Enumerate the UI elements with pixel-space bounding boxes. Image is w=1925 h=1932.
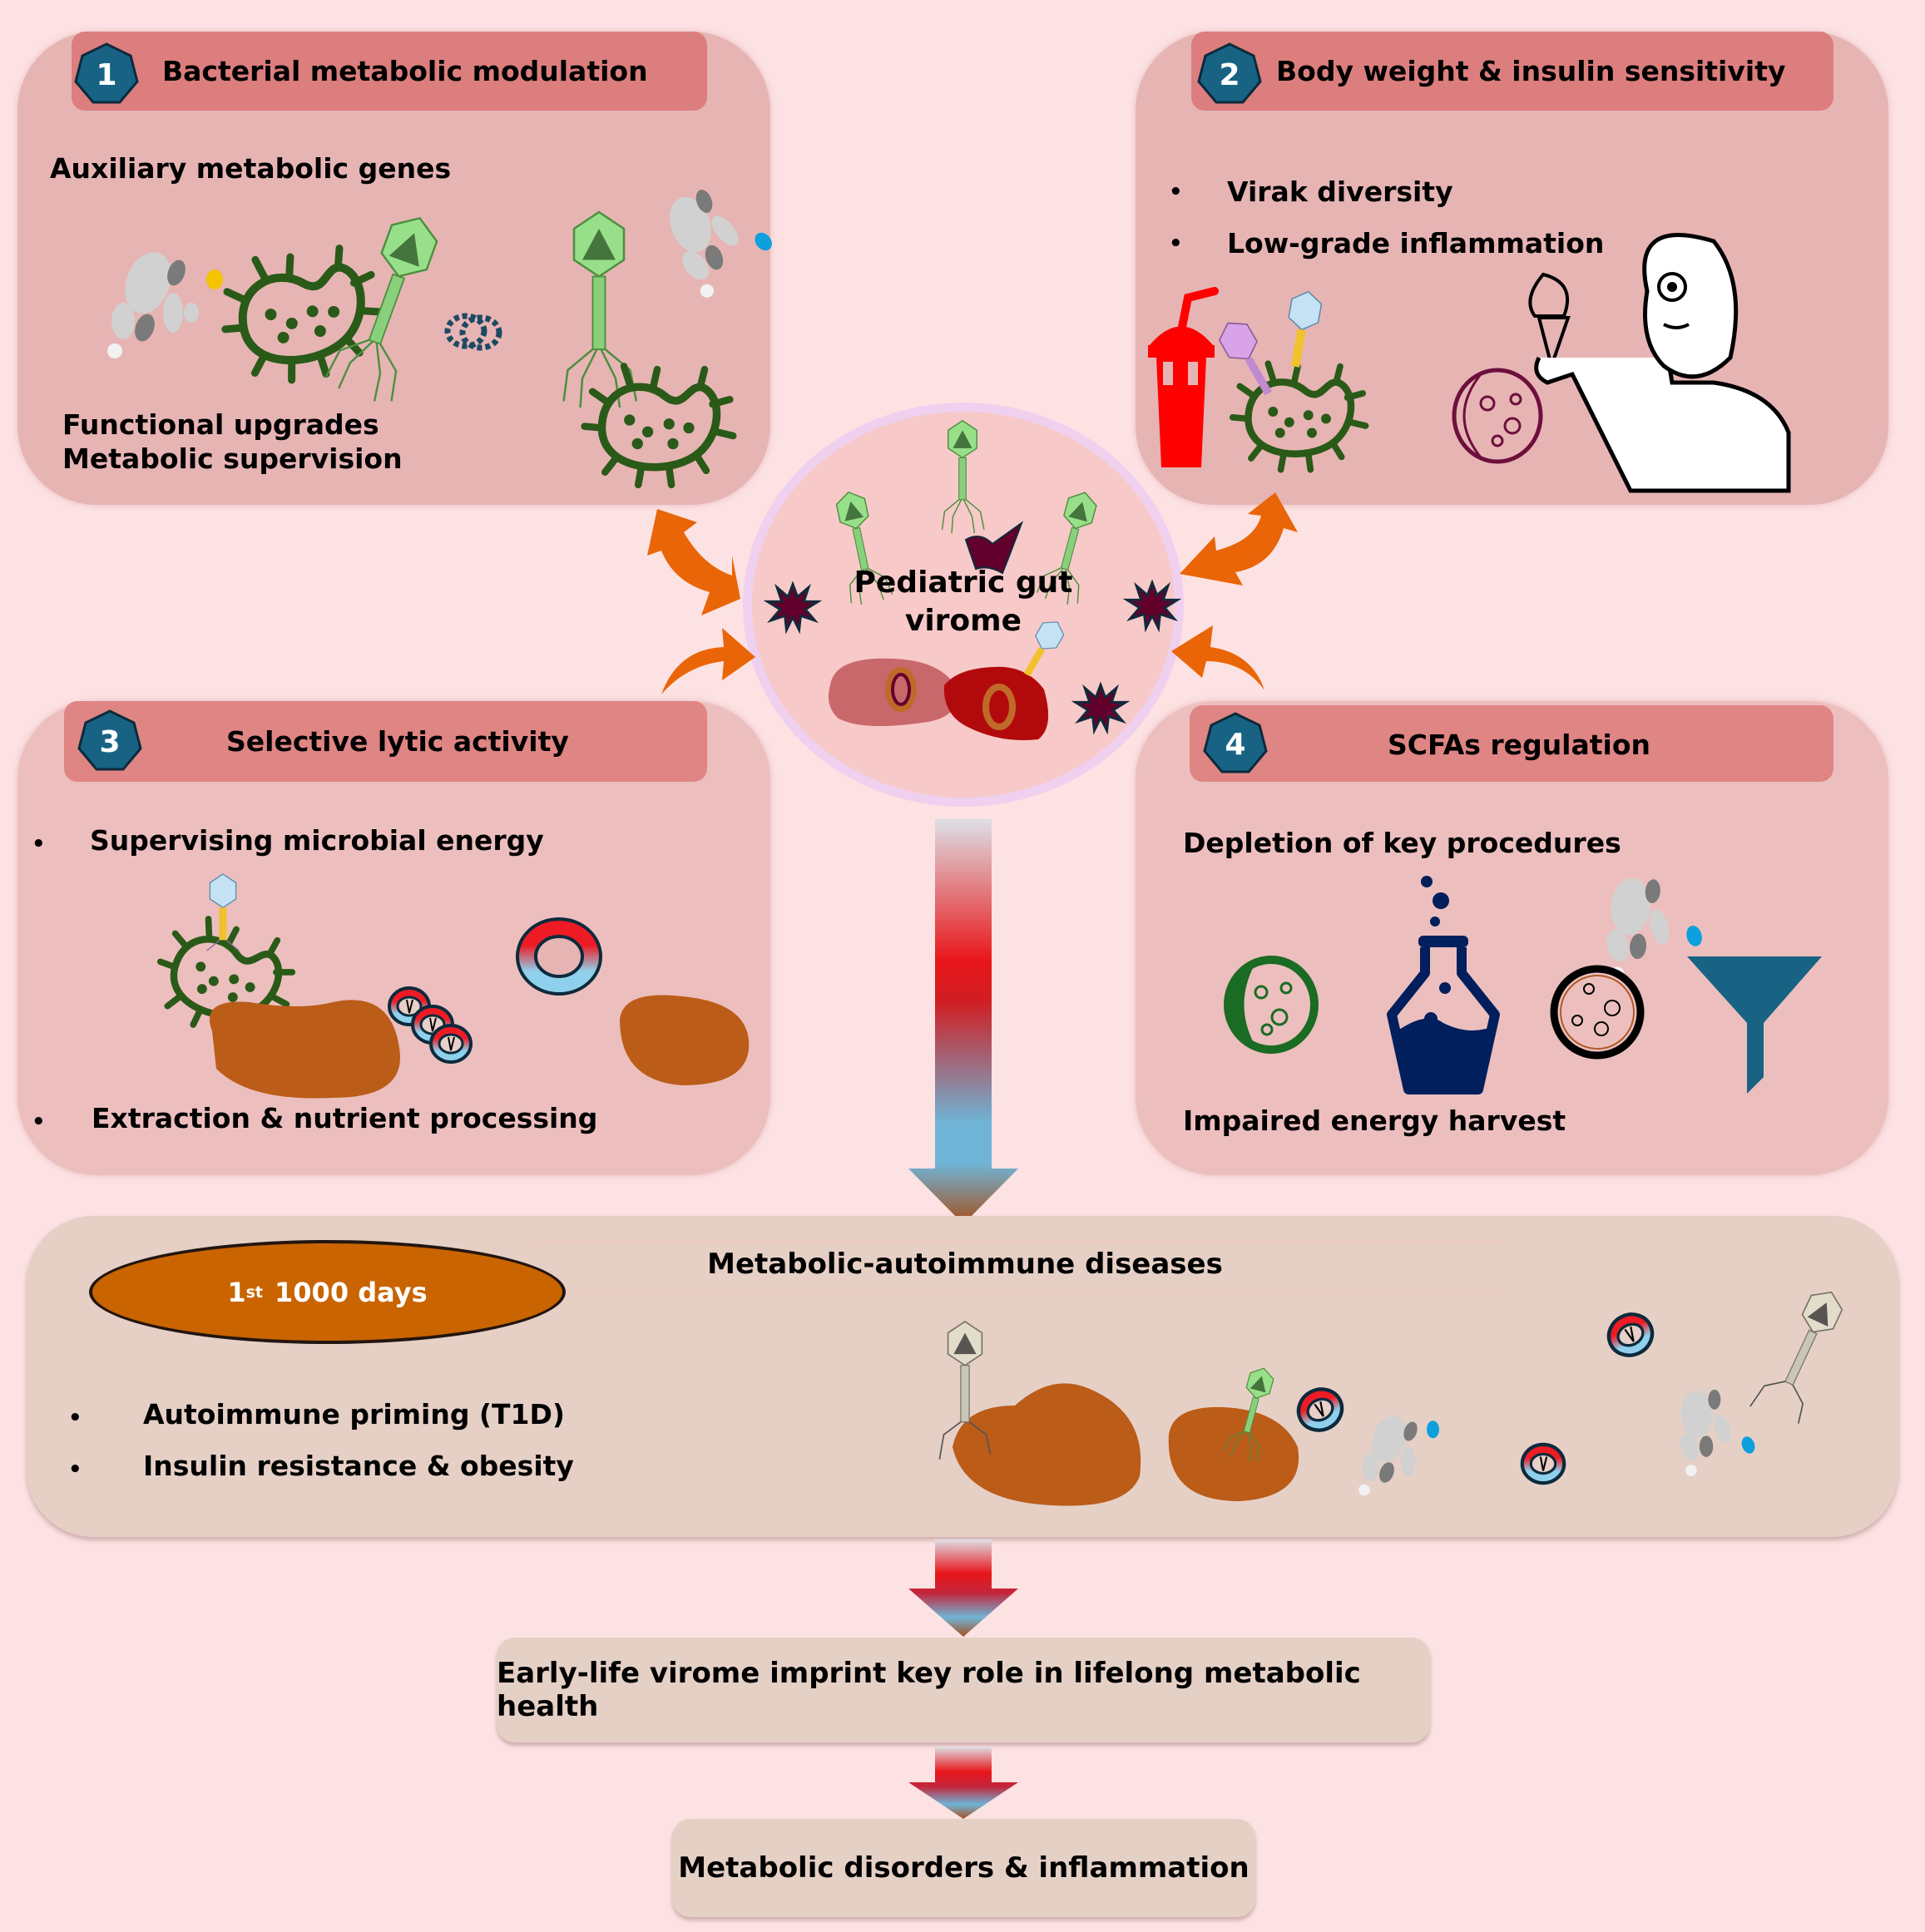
panel-2-illustration — [1148, 233, 1791, 493]
cell-icon — [1452, 368, 1543, 464]
bacteriophage-icon — [1288, 290, 1323, 368]
metabolic-disorders-text: Metabolic disorders & inflammation — [678, 1851, 1250, 1885]
nucleus-icon — [891, 673, 911, 706]
soft-drink-cup-icon — [1148, 287, 1219, 467]
lifelong-health-text: Early-life virome imprint key role in li… — [497, 1657, 1361, 1723]
panel-1-footer-line-1: Functional upgrades — [62, 408, 379, 441]
panel-4-badge: 4 — [1202, 711, 1269, 778]
metabolite-cluster-icon — [641, 175, 772, 301]
badge-ordinal: 1 — [227, 1276, 246, 1308]
bullet-marker: • — [68, 1457, 82, 1482]
center-title: Pediatric gut virome — [743, 564, 1184, 640]
metabolite-cluster-icon — [107, 245, 223, 358]
panel-4-subtitle: Depletion of key procedures — [1183, 827, 1621, 859]
panel-3-bullet-2: Extraction & nutrient processing — [92, 1102, 598, 1134]
panel-2-title: Body weight & insulin sensitivity — [1276, 55, 1786, 87]
panel-1-title: Bacterial metabolic modulation — [162, 55, 648, 87]
funnel-icon — [1687, 956, 1822, 1094]
tissue-blob-icon — [620, 995, 750, 1085]
red-blood-cell-icon — [1292, 1382, 1348, 1437]
bullet-marker: • — [68, 1406, 82, 1430]
red-blood-cell-icon — [429, 1024, 473, 1064]
metabolite-cluster-icon — [1358, 1411, 1439, 1496]
panel-2-number: 2 — [1219, 58, 1240, 92]
nucleus-icon — [982, 684, 1016, 730]
petri-dish-icon — [1550, 965, 1645, 1060]
dna-plasmid-icon — [444, 313, 502, 351]
heptagon-badge-icon — [74, 42, 139, 104]
cell-icon — [1224, 956, 1319, 1054]
red-blood-cell-icon — [1522, 1445, 1564, 1483]
connector-arrows — [647, 492, 1298, 694]
panel-3-number: 3 — [99, 725, 121, 759]
panel-4-number: 4 — [1225, 728, 1246, 762]
metabolite-cluster-icon — [1659, 1377, 1755, 1478]
infected-tissue-cell-icon — [943, 666, 1049, 740]
panel-2-badge: 2 — [1196, 42, 1263, 108]
badge-days: 1000 days — [275, 1276, 428, 1308]
panel-2-header — [1191, 32, 1833, 111]
panel-4-header — [1190, 705, 1833, 782]
bullet-marker: • — [32, 832, 46, 857]
metabolite-cluster-icon — [1586, 864, 1702, 982]
disease-title: Metabolic-autoimmune diseases — [707, 1248, 1223, 1281]
flow-arrow-3 — [908, 1747, 1018, 1819]
panel-3-illustration — [0, 873, 750, 1099]
nucleus-icon — [885, 667, 917, 712]
flow-arrow-2 — [908, 1539, 1018, 1637]
panel-3-header — [64, 701, 707, 782]
panel-2-bullet-2: Low-grade inflammation — [1227, 227, 1605, 259]
child-with-ice-cream-icon — [1528, 233, 1791, 493]
panel-1-number: 1 — [96, 58, 117, 92]
bidirectional-arrow-icon — [647, 509, 740, 615]
disease-illustration — [938, 1291, 1843, 1506]
bacteriophage-icon — [1749, 1291, 1843, 1424]
panel-2-bullet-1: Virak diversity — [1227, 175, 1453, 208]
panel-1-footer-line-2: Metabolic supervision — [62, 442, 403, 475]
panel-3-bullet-1: Supervising microbial energy — [90, 824, 544, 857]
bullet-marker: • — [1169, 231, 1183, 256]
bacteriophage-icon — [206, 873, 240, 951]
bacteriophage-icon — [1218, 322, 1272, 396]
panel-4-illustration — [1224, 864, 1822, 1094]
panel-3-title: Selective lytic activity — [226, 725, 569, 758]
flask-icon — [1387, 876, 1500, 1094]
panel-1-badge: 1 — [73, 42, 140, 108]
disease-bullet-2: Insulin resistance & obesity — [143, 1450, 574, 1482]
badge-ordinal-suffix: st — [245, 1282, 264, 1302]
red-blood-cell-icon — [1602, 1307, 1659, 1362]
bidirectional-arrow-icon — [1180, 492, 1298, 586]
center-title-line-2: virome — [904, 604, 1022, 638]
disease-bullet-1: Autoimmune priming (T1D) — [143, 1398, 565, 1430]
metabolic-disorders-box: Metabolic disorders & inflammation — [672, 1819, 1255, 1917]
tissue-blob-icon — [210, 1000, 400, 1099]
panel-4-footer: Impaired energy harvest — [1183, 1104, 1566, 1137]
panel-4-title: SCFAs regulation — [1388, 729, 1651, 761]
tissue-blob-icon — [1168, 1406, 1299, 1501]
curved-arrow-icon — [1171, 625, 1264, 690]
red-blood-cell-icon — [516, 917, 602, 996]
heptagon-badge-icon — [1203, 712, 1268, 773]
center-title-line-1: Pediatric gut — [854, 566, 1073, 600]
curved-arrow-icon — [661, 628, 755, 694]
panel-3-badge: 3 — [77, 709, 143, 775]
center-illustration — [766, 420, 1179, 740]
heptagon-badge-icon — [77, 709, 142, 771]
tissue-blob-icon — [953, 1383, 1141, 1506]
bacteriophage-icon — [1023, 621, 1065, 677]
panel-1-illustration — [107, 175, 772, 507]
panel-1-subtitle: Auxiliary metabolic genes — [50, 152, 452, 185]
bullet-marker: • — [1169, 180, 1183, 205]
lysed-cell-icon — [964, 521, 1024, 575]
panel-1-header — [72, 32, 707, 111]
lifelong-health-box: Early-life virome imprint key role in li… — [497, 1638, 1430, 1742]
flow-arrow-main — [908, 819, 1018, 1224]
bullet-marker: • — [32, 1109, 46, 1134]
bacteriophage-icon — [938, 1320, 992, 1460]
heptagon-badge-icon — [1197, 42, 1262, 104]
